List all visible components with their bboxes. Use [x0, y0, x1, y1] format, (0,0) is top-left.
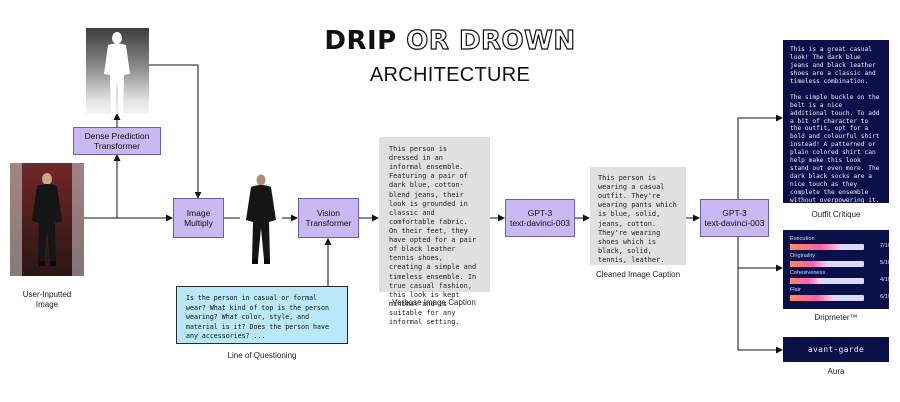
dense-prediction-transformer-node: Dense Prediction Transformer — [73, 127, 161, 155]
silhouette-figure — [104, 32, 130, 114]
vision-transformer-line1: Vision — [317, 207, 340, 218]
user-image-caption: User-Inputted Image — [14, 290, 80, 309]
gpt3-node-2-line2: text-davinci-003 — [704, 218, 765, 228]
dripmeter-bar — [790, 278, 864, 284]
dpt-label-line1: Dense Prediction — [84, 130, 150, 141]
dripmeter-bar — [790, 244, 864, 250]
outfit-critique-panel: This is a great casual look! The dark bl… — [783, 40, 889, 204]
critique-paragraph-1: This is a great casual look! The dark bl… — [790, 46, 876, 85]
line-of-questioning-caption: Line of Questioning — [227, 351, 297, 360]
dripmeter-label: Originality — [790, 253, 815, 259]
verbose-caption-label: Verbose Image Caption — [392, 298, 476, 307]
outfit-critique-caption: Outfit Critique — [811, 210, 861, 219]
dripmeter-row: Execution 7/10 — [790, 236, 896, 250]
dripmeter-score: 7/10 — [880, 243, 891, 249]
critique-paragraph-2: The simple buckle on the belt is a nice … — [790, 93, 880, 204]
dripmeter-bar-fill — [790, 278, 820, 284]
dripmeter-bar — [790, 261, 864, 267]
aura-caption: Aura — [827, 367, 845, 376]
dripmeter-row: Cohesiveness 4/10 — [790, 270, 896, 284]
user-inputted-image — [10, 163, 84, 276]
dpt-label-line2: Transformer — [94, 141, 140, 151]
dripmeter-label: Flair — [790, 287, 801, 293]
gpt3-node-1: GPT-3 text-davinci-003 — [505, 199, 575, 237]
dripmeter-score: 4/10 — [880, 277, 891, 283]
title-or-drown: OR DROWN — [406, 25, 576, 56]
dripmeter-bar-fill — [790, 244, 842, 250]
question-prompt-box: Is the person in casual or formal wear? … — [176, 286, 348, 344]
user-image-caption-line1: User-Inputted — [22, 290, 72, 299]
image-multiply-node: Image Multiply — [173, 198, 224, 238]
verbose-caption-card: This person is dressed in an informal en… — [379, 137, 490, 326]
cleaned-caption-card: This person is wearing a casual outfit. … — [590, 167, 686, 265]
image-multiply-line1: Image — [186, 207, 211, 218]
model-figure — [10, 163, 84, 276]
gpt3-node-2-line1: GPT-3 — [722, 207, 747, 218]
masked-figure — [246, 174, 276, 264]
gpt3-node-1-line1: GPT-3 — [527, 207, 553, 218]
user-image-caption-line2: Image — [35, 299, 59, 309]
cleaned-caption-label: Cleaned Image Caption — [595, 270, 681, 279]
diagram-title: DRIP OR DROWN — [300, 25, 600, 56]
dripmeter-row: Originality 5/10 — [790, 253, 896, 267]
gpt3-node-1-line2: text-davinci-003 — [509, 218, 570, 228]
vision-transformer-line2: Transformer — [305, 218, 352, 228]
dripmeter-row: Flair 6/10 — [790, 287, 896, 301]
aura-panel: avant-garde — [783, 337, 889, 362]
dripmeter-caption: Dripmeter™ — [814, 313, 858, 322]
dripmeter-bar-fill — [790, 261, 827, 267]
dripmeter-label: Execution — [790, 236, 815, 242]
image-multiply-line2: Multiply — [184, 218, 213, 228]
gpt3-node-2: GPT-3 text-davinci-003 — [700, 199, 769, 237]
title-drip: DRIP — [324, 26, 397, 56]
diagram-subtitle: ARCHITECTURE — [369, 64, 531, 86]
dripmeter-label: Cohesiveness — [790, 270, 826, 276]
dripmeter-bar — [790, 295, 864, 301]
dripmeter-score: 5/10 — [880, 260, 891, 266]
dripmeter-score: 6/10 — [880, 294, 891, 300]
segmentation-mask-image — [86, 28, 149, 114]
vision-transformer-node: Vision Transformer — [298, 198, 359, 238]
dripmeter-bar-fill — [790, 295, 834, 301]
masked-model-image — [240, 170, 282, 268]
